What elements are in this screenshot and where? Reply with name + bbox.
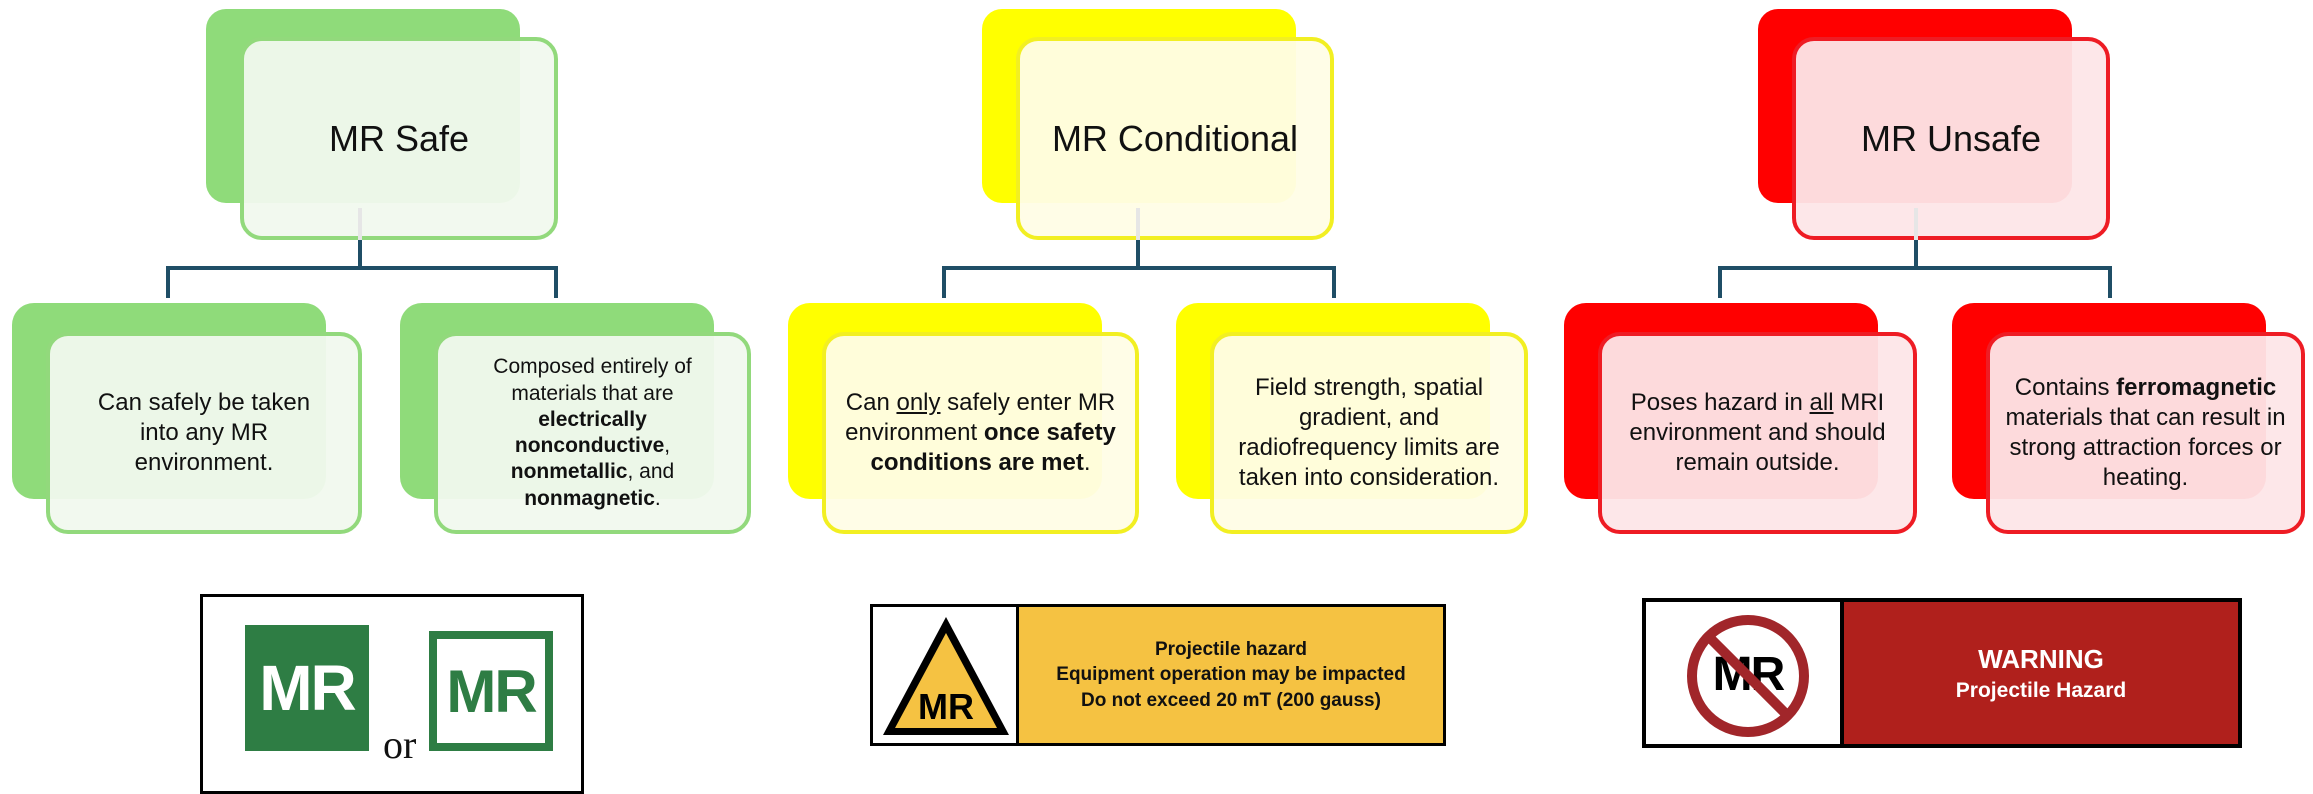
mr-prohibited-icon: MR <box>1687 615 1809 737</box>
unsafe-sign-warning: WARNING <box>1978 643 2104 674</box>
mr-safe-outline-icon: MR <box>429 631 553 751</box>
conditional-leaf2-node: Field strength, spatial gradient, and ra… <box>1210 332 1528 534</box>
unsafe-title-node: MR Unsafe <box>1792 37 2110 240</box>
unsafe-prohibit-panel: MR <box>1646 602 1844 744</box>
safe-leaf1-node: Can safely be taken into any MR environm… <box>46 332 362 534</box>
warning-triangle-icon: MR <box>883 617 1009 735</box>
conditional-triangle-panel: MR <box>873 607 1019 743</box>
safe-leaf2-node: Composed entirely of materials that are … <box>434 332 751 534</box>
unsafe-title: MR Unsafe <box>1860 117 2042 159</box>
conditional-leaf2-text: Field strength, spatial gradient, and ra… <box>1238 374 1500 491</box>
svg-text:MR: MR <box>918 686 974 727</box>
mr-safe-sign: MR or MR <box>200 594 584 794</box>
safe-leaf1-text: Can safely be taken into any MR environm… <box>97 389 311 476</box>
unsafe-leaf2-text: Contains ferromagnetic materials that ca… <box>2005 374 2286 491</box>
conditional-leaf1-node: Can only safely enter MR environment onc… <box>822 332 1139 534</box>
conditional-sign-line1: Projectile hazard <box>1154 638 1308 660</box>
unsafe-leaf1-text: Poses hazard in all MRI environment and … <box>1629 389 1886 476</box>
safe-title: MR Safe <box>328 117 470 159</box>
conditional-title: MR Conditional <box>1051 117 1299 159</box>
unsafe-leaf1-node: Poses hazard in all MRI environment and … <box>1598 332 1917 534</box>
unsafe-sign-hazard: Projectile Hazard <box>1955 678 2127 702</box>
safe-connector <box>166 240 558 298</box>
conditional-title-node: MR Conditional <box>1016 37 1334 240</box>
unsafe-connector <box>1718 240 2112 298</box>
unsafe-sign-text: WARNING Projectile Hazard <box>1844 602 2238 744</box>
conditional-leaf1-text: Can only safely enter MR environment onc… <box>845 389 1116 476</box>
conditional-sign-line3: Do not exceed 20 mT (200 gauss) <box>1081 689 1381 711</box>
mr-unsafe-sign: MR WARNING Projectile Hazard <box>1642 598 2242 748</box>
conditional-sign-line2: Equipment operation may be impacted <box>1056 664 1406 686</box>
safe-leaf2-text: Composed entirely of materials that are … <box>493 355 692 510</box>
unsafe-leaf2-node: Contains ferromagnetic materials that ca… <box>1986 332 2305 534</box>
conditional-sign-text: Projectile hazard Equipment operation ma… <box>1019 607 1443 743</box>
mr-safe-solid-icon: MR <box>245 625 369 751</box>
mr-conditional-sign: MR Projectile hazard Equipment operation… <box>870 604 1446 746</box>
conditional-connector <box>942 240 1336 298</box>
or-label: or <box>383 722 417 767</box>
safe-title-node: MR Safe <box>240 37 558 240</box>
